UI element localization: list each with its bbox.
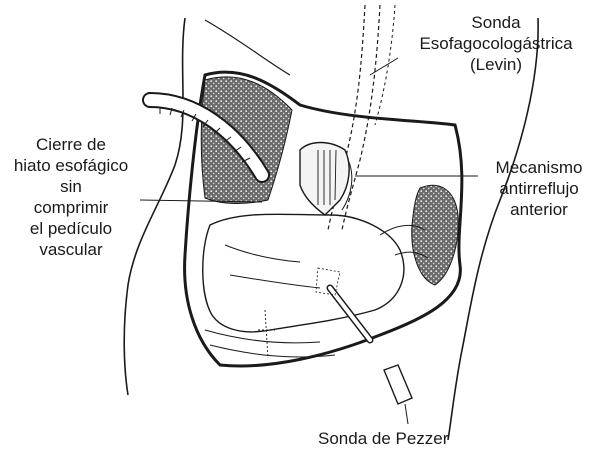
label-sonda-pezzer: Sonda de Pezzer	[318, 428, 448, 449]
leader-pezzer	[405, 404, 408, 424]
ribcage-line	[205, 20, 290, 75]
leader-levin	[370, 58, 398, 75]
label-mecanismo: Mecanismo antirreflujo anterior	[478, 157, 600, 220]
body-outline-right	[448, 18, 538, 440]
label-cierre-hiato: Cierre de hiato esofágico sin comprimir …	[0, 134, 142, 260]
pezzer-tube-end	[384, 365, 412, 404]
label-sonda-levin: Sonda Esofagocologástrica (Levin)	[396, 12, 596, 75]
